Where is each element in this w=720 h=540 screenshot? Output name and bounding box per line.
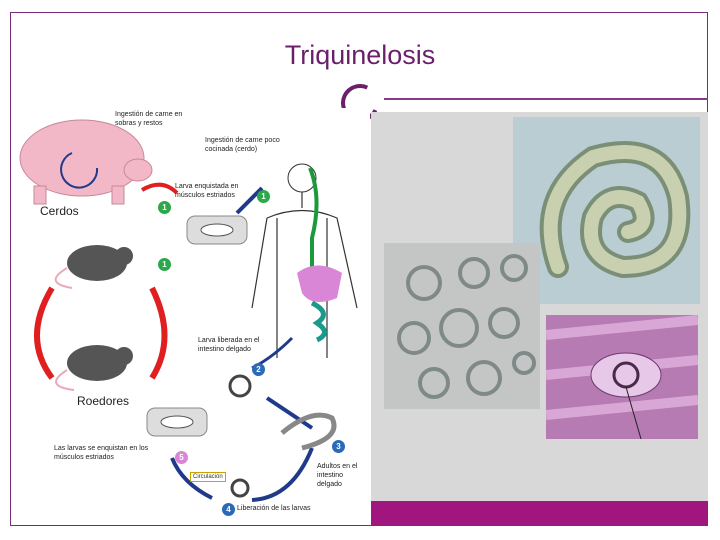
step-badge: 4 (222, 503, 235, 516)
human-body-icon (251, 163, 358, 358)
label-larvas-enquistan: Las larvas se enquistan en los músculos … (54, 445, 149, 461)
label-ingestion-sobras: Ingestión de carne en sobras y restos (115, 111, 183, 127)
step-badge: 1 (257, 190, 270, 203)
rat-icon (55, 345, 133, 391)
pig-icon (19, 119, 153, 205)
life-cycle-svg (19, 119, 358, 502)
label-roedores: Roedores (77, 394, 130, 408)
label-circulacion: Circulación (190, 472, 226, 482)
label-larva-liberada: Larva liberada en el intestino delgado (198, 337, 260, 353)
muscle-tissue-icon (186, 215, 248, 245)
step-badge: 1 (158, 258, 171, 271)
encysted-larva-muscle-photo (545, 315, 699, 440)
step-badge: 3 (332, 440, 345, 453)
slide-title: Triquinelosis (284, 40, 436, 70)
muscle-tissue-icon (146, 407, 208, 437)
label-cerdos: Cerdos (40, 204, 79, 218)
label-adultos: Adultos en el intestino delgado (317, 463, 358, 488)
coiled-larva-svg (539, 141, 691, 279)
label-larva-enquistada: Larva enquistada en músculos estriados (175, 183, 239, 199)
worm-icon (228, 374, 337, 498)
decorative-line (384, 98, 708, 100)
step-badge: 2 (252, 363, 265, 376)
coiled-larva-photo (513, 117, 700, 304)
step-badge: 5 (175, 451, 188, 464)
encysted-larva-svg (545, 315, 699, 440)
larvae-cluster-photo (384, 243, 540, 409)
rat-icon (54, 245, 133, 289)
life-cycle-diagram: Ingestión de carne en sobras y restos In… (12, 108, 370, 522)
bottom-accent-band (371, 501, 708, 526)
label-ingestion-cocinada: Ingestión de carne poco cocinada (cerdo) (205, 137, 280, 153)
step-badge: 1 (158, 201, 171, 214)
larvae-cluster-svg (397, 254, 536, 399)
label-liberacion: Liberación de las larvas (237, 505, 311, 512)
